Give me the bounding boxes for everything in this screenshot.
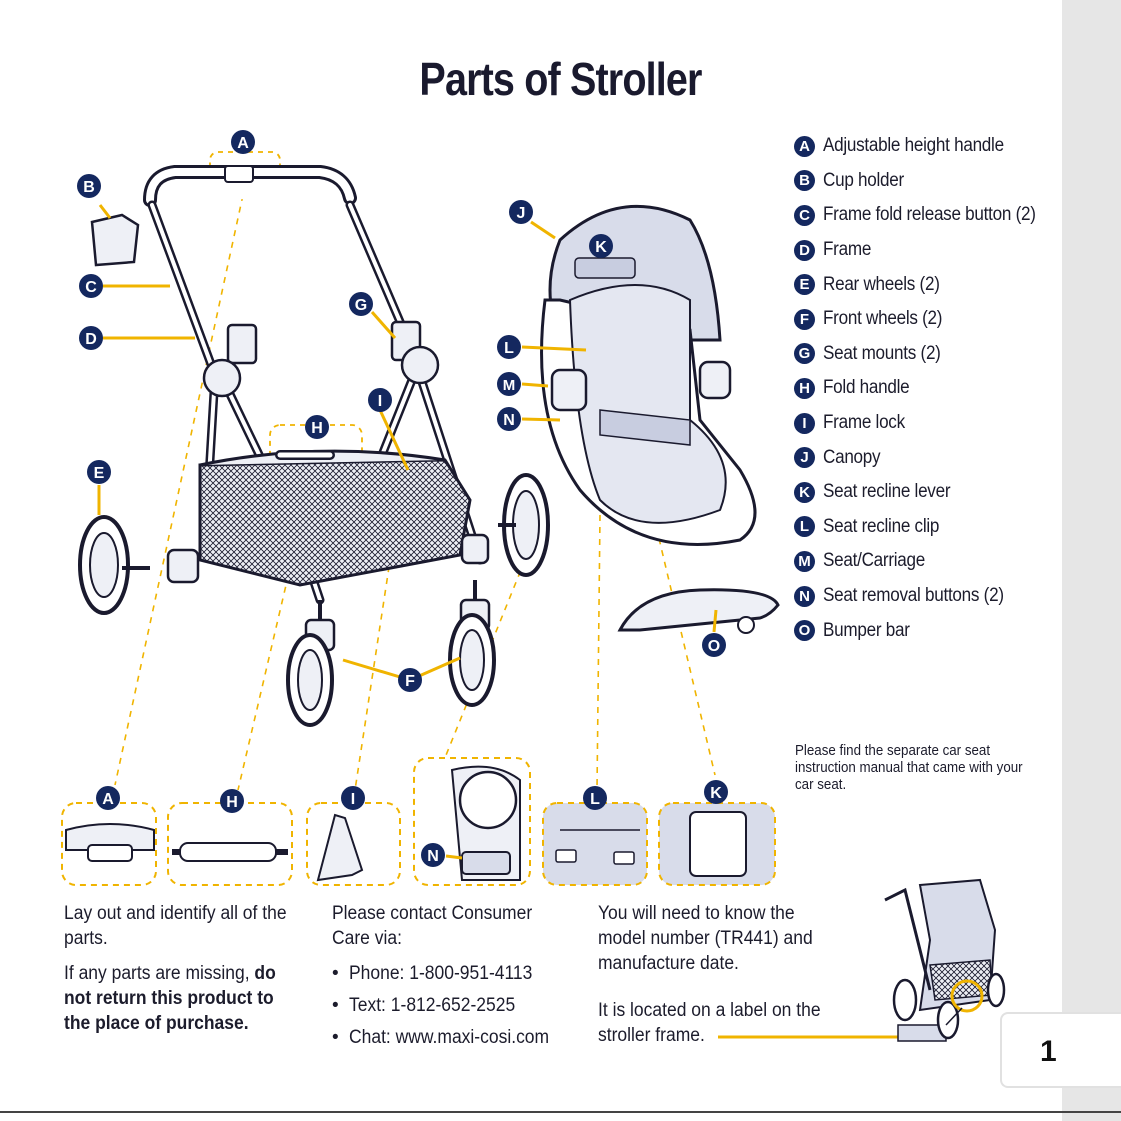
legend-letter-badge: O	[794, 620, 815, 642]
legend-letter-badge: N	[794, 585, 815, 607]
rear-wheel	[78, 473, 550, 615]
legend-item: O Bumper bar	[794, 613, 1059, 648]
detail-label-a: A	[102, 791, 114, 808]
page-title: Parts of Stroller	[419, 53, 702, 105]
legend-item: B Cup holder	[794, 164, 1059, 199]
detail-label-l: L	[590, 791, 600, 808]
legend-item: L Seat recline clip	[794, 510, 1059, 545]
legend-label: Cup holder	[823, 169, 904, 191]
consumer-care-intro: Please contact Consumer Care via:	[332, 903, 533, 949]
callout-j: J	[517, 205, 526, 222]
legend-item: H Fold handle	[794, 371, 1059, 406]
missing-parts-text: If any parts are missing, do not return …	[64, 963, 276, 1034]
legend-label: Seat/Carriage	[823, 550, 926, 572]
front-wheels	[286, 580, 496, 727]
legend-label: Rear wheels (2)	[823, 273, 940, 295]
legend-letter-badge: I	[794, 412, 815, 434]
callout-f: F	[405, 673, 415, 690]
cup-holder	[90, 213, 140, 267]
legend-letter-badge: E	[794, 274, 815, 296]
legend-item: G Seat mounts (2)	[794, 337, 1059, 372]
legend-letter-badge: B	[794, 170, 815, 192]
legend-item: N Seat removal buttons (2)	[794, 579, 1059, 614]
legend-letter-badge: C	[794, 204, 815, 226]
legend-letter-badge: K	[794, 481, 815, 503]
model-number-text: You will need to know the model number (…	[598, 903, 813, 974]
legend-label: Frame lock	[823, 412, 905, 434]
callout-m: M	[503, 377, 516, 394]
callout-a: A	[237, 135, 249, 152]
legend-label: Seat recline lever	[823, 481, 951, 503]
page-number: 1	[1040, 1035, 1057, 1068]
legend-label: Adjustable height handle	[823, 135, 1004, 157]
car-seat-note: Please find the separate car seat instru…	[795, 743, 1023, 793]
legend-letter-badge: J	[794, 447, 815, 469]
legend-label: Front wheels (2)	[823, 308, 943, 330]
detail-boxes: A H I N L K	[61, 757, 776, 886]
legend-label: Seat mounts (2)	[823, 342, 941, 364]
callout-badges: A B C D E F G H I J K L M N O	[77, 130, 726, 692]
contact-list: Phone: 1-800-951-4113 Text: 1-812-652-25…	[332, 961, 592, 1050]
legend-item: I Frame lock	[794, 406, 1059, 441]
legend-letter-badge: G	[794, 343, 815, 365]
contact-phone: Phone: 1-800-951-4113	[332, 961, 592, 986]
detail-label-i: I	[351, 791, 355, 808]
legend-item: A Adjustable height handle	[794, 129, 1059, 164]
callout-i: I	[378, 393, 382, 410]
legend-letter-badge: L	[794, 516, 815, 538]
detail-label-h: H	[226, 794, 238, 811]
detail-label-n: N	[427, 848, 439, 865]
legend-letter-badge: M	[794, 550, 815, 572]
legend-label: Canopy	[823, 446, 881, 468]
legend-item: E Rear wheels (2)	[794, 267, 1059, 302]
detail-label-k: K	[710, 785, 722, 802]
callout-o: O	[708, 638, 720, 655]
legend-label: Seat recline clip	[823, 515, 940, 537]
legend-item: D Frame	[794, 233, 1059, 268]
contact-chat[interactable]: Chat: www.maxi-cosi.com	[332, 1025, 592, 1050]
legend-label: Fold handle	[823, 377, 910, 399]
bottom-rule	[0, 1111, 1121, 1113]
seat-carriage	[540, 204, 757, 546]
column-consumer-care: Please contact Consumer Care via: Phone:…	[332, 901, 592, 1057]
legend-letter-badge: D	[794, 239, 815, 261]
callout-d: D	[85, 331, 97, 348]
legend-item: M Seat/Carriage	[794, 544, 1059, 579]
callout-n: N	[503, 412, 515, 429]
identify-parts-text: Lay out and identify all of the parts.	[64, 903, 287, 949]
legend-label: Frame fold release button (2)	[823, 204, 1036, 226]
side-margin-strip	[1062, 0, 1121, 1121]
callout-k: K	[595, 239, 607, 256]
legend-item: K Seat recline lever	[794, 475, 1059, 510]
label-location-text: It is located on a label on the stroller…	[598, 1000, 821, 1046]
legend-letter-badge: H	[794, 377, 815, 399]
callout-b: B	[83, 179, 95, 196]
legend-label: Bumper bar	[823, 619, 910, 641]
legend-letter-badge: A	[794, 135, 815, 157]
legend-item: J Canopy	[794, 440, 1059, 475]
callout-h: H	[311, 420, 323, 437]
missing-parts-warning: do not return this product to the place …	[64, 963, 276, 1034]
page-number-tab	[1000, 1012, 1121, 1088]
callout-g: G	[355, 297, 367, 314]
column-identify-parts: Lay out and identify all of the parts. I…	[64, 901, 324, 1046]
legend-label: Seat removal buttons (2)	[823, 585, 1004, 607]
contact-text: Text: 1-812-652-2525	[332, 993, 592, 1018]
legend-letter-badge: F	[794, 308, 815, 330]
callout-c: C	[85, 279, 97, 296]
callout-e: E	[94, 465, 105, 482]
legend-label: Frame	[823, 239, 872, 261]
callout-l: L	[504, 340, 514, 357]
legend-item: F Front wheels (2)	[794, 302, 1059, 337]
bumper-bar	[617, 588, 780, 634]
label-location-illustration	[718, 878, 1006, 1042]
column-model-number: You will need to know the model number (…	[598, 901, 858, 1058]
basket	[198, 458, 472, 587]
legend-item: C Frame fold release button (2)	[794, 198, 1059, 233]
